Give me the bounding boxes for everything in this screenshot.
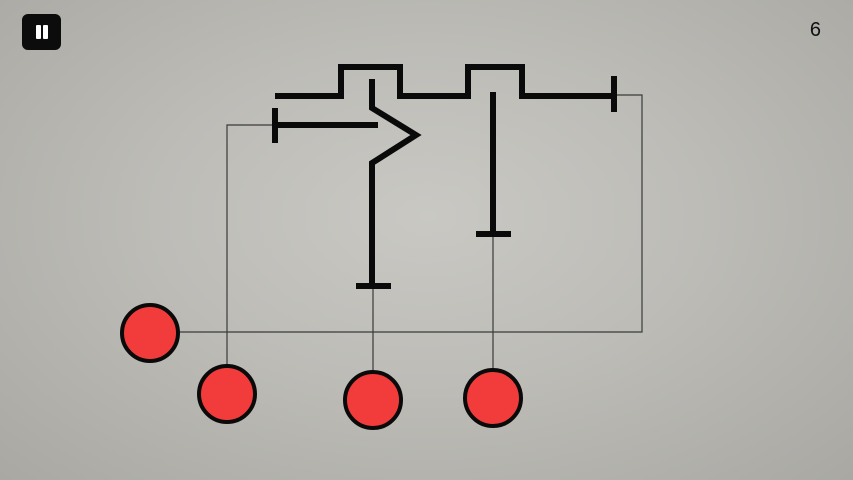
maze-lines [272,64,617,289]
wire-top-left-node [180,94,643,333]
level-number: 6 [809,19,821,41]
red-node-bottom-1[interactable] [197,364,257,424]
maze-zigzag [369,79,422,286]
red-node-bottom-3[interactable] [463,368,523,428]
wire-left-node [226,124,275,367]
red-node-left[interactable] [120,303,180,363]
pause-icon-bar [43,25,48,39]
nodes[interactable] [120,303,523,430]
connector-wires [180,94,643,374]
pause-button[interactable] [22,14,61,50]
red-node-bottom-2[interactable] [343,370,403,430]
maze-top-path [275,64,614,99]
pause-icon [36,25,41,39]
